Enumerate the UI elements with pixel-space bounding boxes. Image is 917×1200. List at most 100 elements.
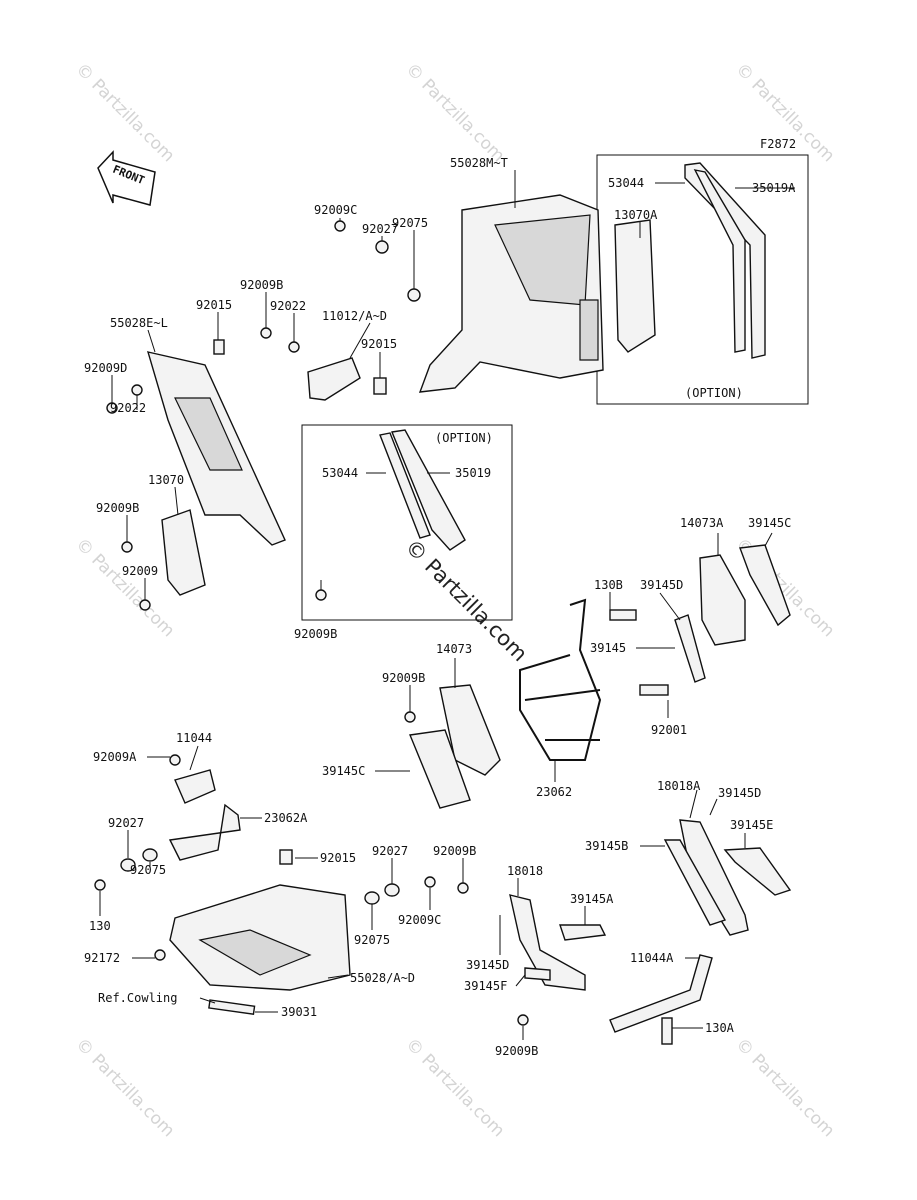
seal-39145c-center [409,729,471,809]
bolt-92009b [457,882,469,894]
part-label: 39031 [281,1005,317,1019]
part-label: 92075 [354,933,390,947]
part-label: 11012/A~D [322,309,387,323]
part-label: 92075 [130,863,166,877]
part-label: 53044 [608,176,644,190]
part-label: 39145E [730,818,773,832]
watermark: © Partzilla.com [731,1034,838,1141]
part-label: 92022 [270,299,306,313]
trim-53044-right [693,169,746,353]
part-label: 92009B [294,627,337,641]
part-label: 92009B [382,671,425,685]
bracket-18018 [509,894,586,991]
grommet-92027 [375,240,389,254]
seal-39145 [674,614,706,683]
nut-92172 [154,949,166,961]
part-label: 92027 [372,844,408,858]
watermark: © Partzilla.com [71,1034,178,1141]
part-label: 92009C [314,203,357,217]
watermark: © Partzilla.com [71,59,178,166]
cover-13070 [161,509,206,596]
option-label-right: (OPTION) [685,386,743,400]
seal-39145c-right [739,544,791,627]
bolt-92001 [639,684,669,696]
bracket-11044a [609,954,713,1033]
clip-92015 [373,377,387,395]
front-arrow-icon: FRONT [97,150,156,206]
part-label: 11044 [176,731,212,745]
part-label: 92009A [93,750,137,764]
part-label: 92009B [240,278,283,292]
washer-92022 [288,341,300,353]
seal-39145f [524,967,551,981]
collar-92075 [364,891,380,905]
clip-92015 [213,339,225,355]
part-label: 92009B [495,1044,538,1058]
part-label: 92009B [96,501,139,515]
part-label: 55028E~L [110,316,168,330]
part-label: 23062 [536,785,572,799]
watermark: © Partzilla.com [401,1034,508,1141]
part-label: 130 [89,919,111,933]
part-label: 18018 [507,864,543,878]
part-label: 23062A [264,811,308,825]
part-label: 92001 [651,723,687,737]
part-label: 55028/A~D [350,971,415,985]
part-label: 92009D [84,361,127,375]
grommet-92027 [384,883,400,897]
option-label-center: (OPTION) [435,431,493,445]
bolt-92009c [334,220,346,232]
part-label: 13070 [148,473,184,487]
bolt-130b [609,609,637,621]
bolt-92009b [404,711,416,723]
bolt-92009c [424,876,436,888]
cover-13070a [614,219,656,353]
bracket-11044 [174,769,216,804]
part-label: 39145C [748,516,791,530]
part-label: 92015 [196,298,232,312]
grommet-92027 [120,858,136,872]
part-label: 39145 [590,641,626,655]
part-label: 13070A [614,208,658,222]
part-label: 39145F [464,979,507,993]
part-label: 92015 [320,851,356,865]
part-label: 92015 [361,337,397,351]
part-label: 130A [705,1021,735,1035]
part-label: 55028M~T [450,156,508,170]
bolt-130 [94,879,106,891]
watermark: © Partzilla.com [401,59,508,166]
part-label: 14073A [680,516,724,530]
part-label: 39145A [570,892,614,906]
part-label: 35019A [752,181,796,195]
bolt-92009a [169,754,181,766]
part-label: 14073 [436,642,472,656]
part-label: 92027 [362,222,398,236]
washer-92022 [131,384,143,396]
seal-35019a [684,162,766,359]
part-label: 18018A [657,779,701,793]
bolt-92009b [315,589,327,601]
collar-92075 [142,848,158,862]
seal-39145b [663,839,727,926]
option-box-center [301,424,513,621]
part-label: 53044 [322,466,358,480]
duct-14073 [439,684,501,776]
stay-23062a [168,803,241,861]
part-label: 39145D [718,786,761,800]
tube-39031 [208,999,256,1015]
part-label: 92009 [122,564,158,578]
bolt-92009b [121,541,133,553]
part-label: 39145D [640,578,683,592]
part-label: 92075 [392,216,428,230]
part-label: 35019 [455,466,491,480]
part-label: 130B [594,578,623,592]
bolt-92009b [517,1014,529,1026]
part-label: 92027 [108,816,144,830]
bolt-92009b [260,327,272,339]
trim-53044-center [379,432,431,539]
part-label: 92172 [84,951,120,965]
seal-39145e [723,847,792,896]
seal-39145a [559,924,607,941]
part-label: 92009C [398,913,441,927]
